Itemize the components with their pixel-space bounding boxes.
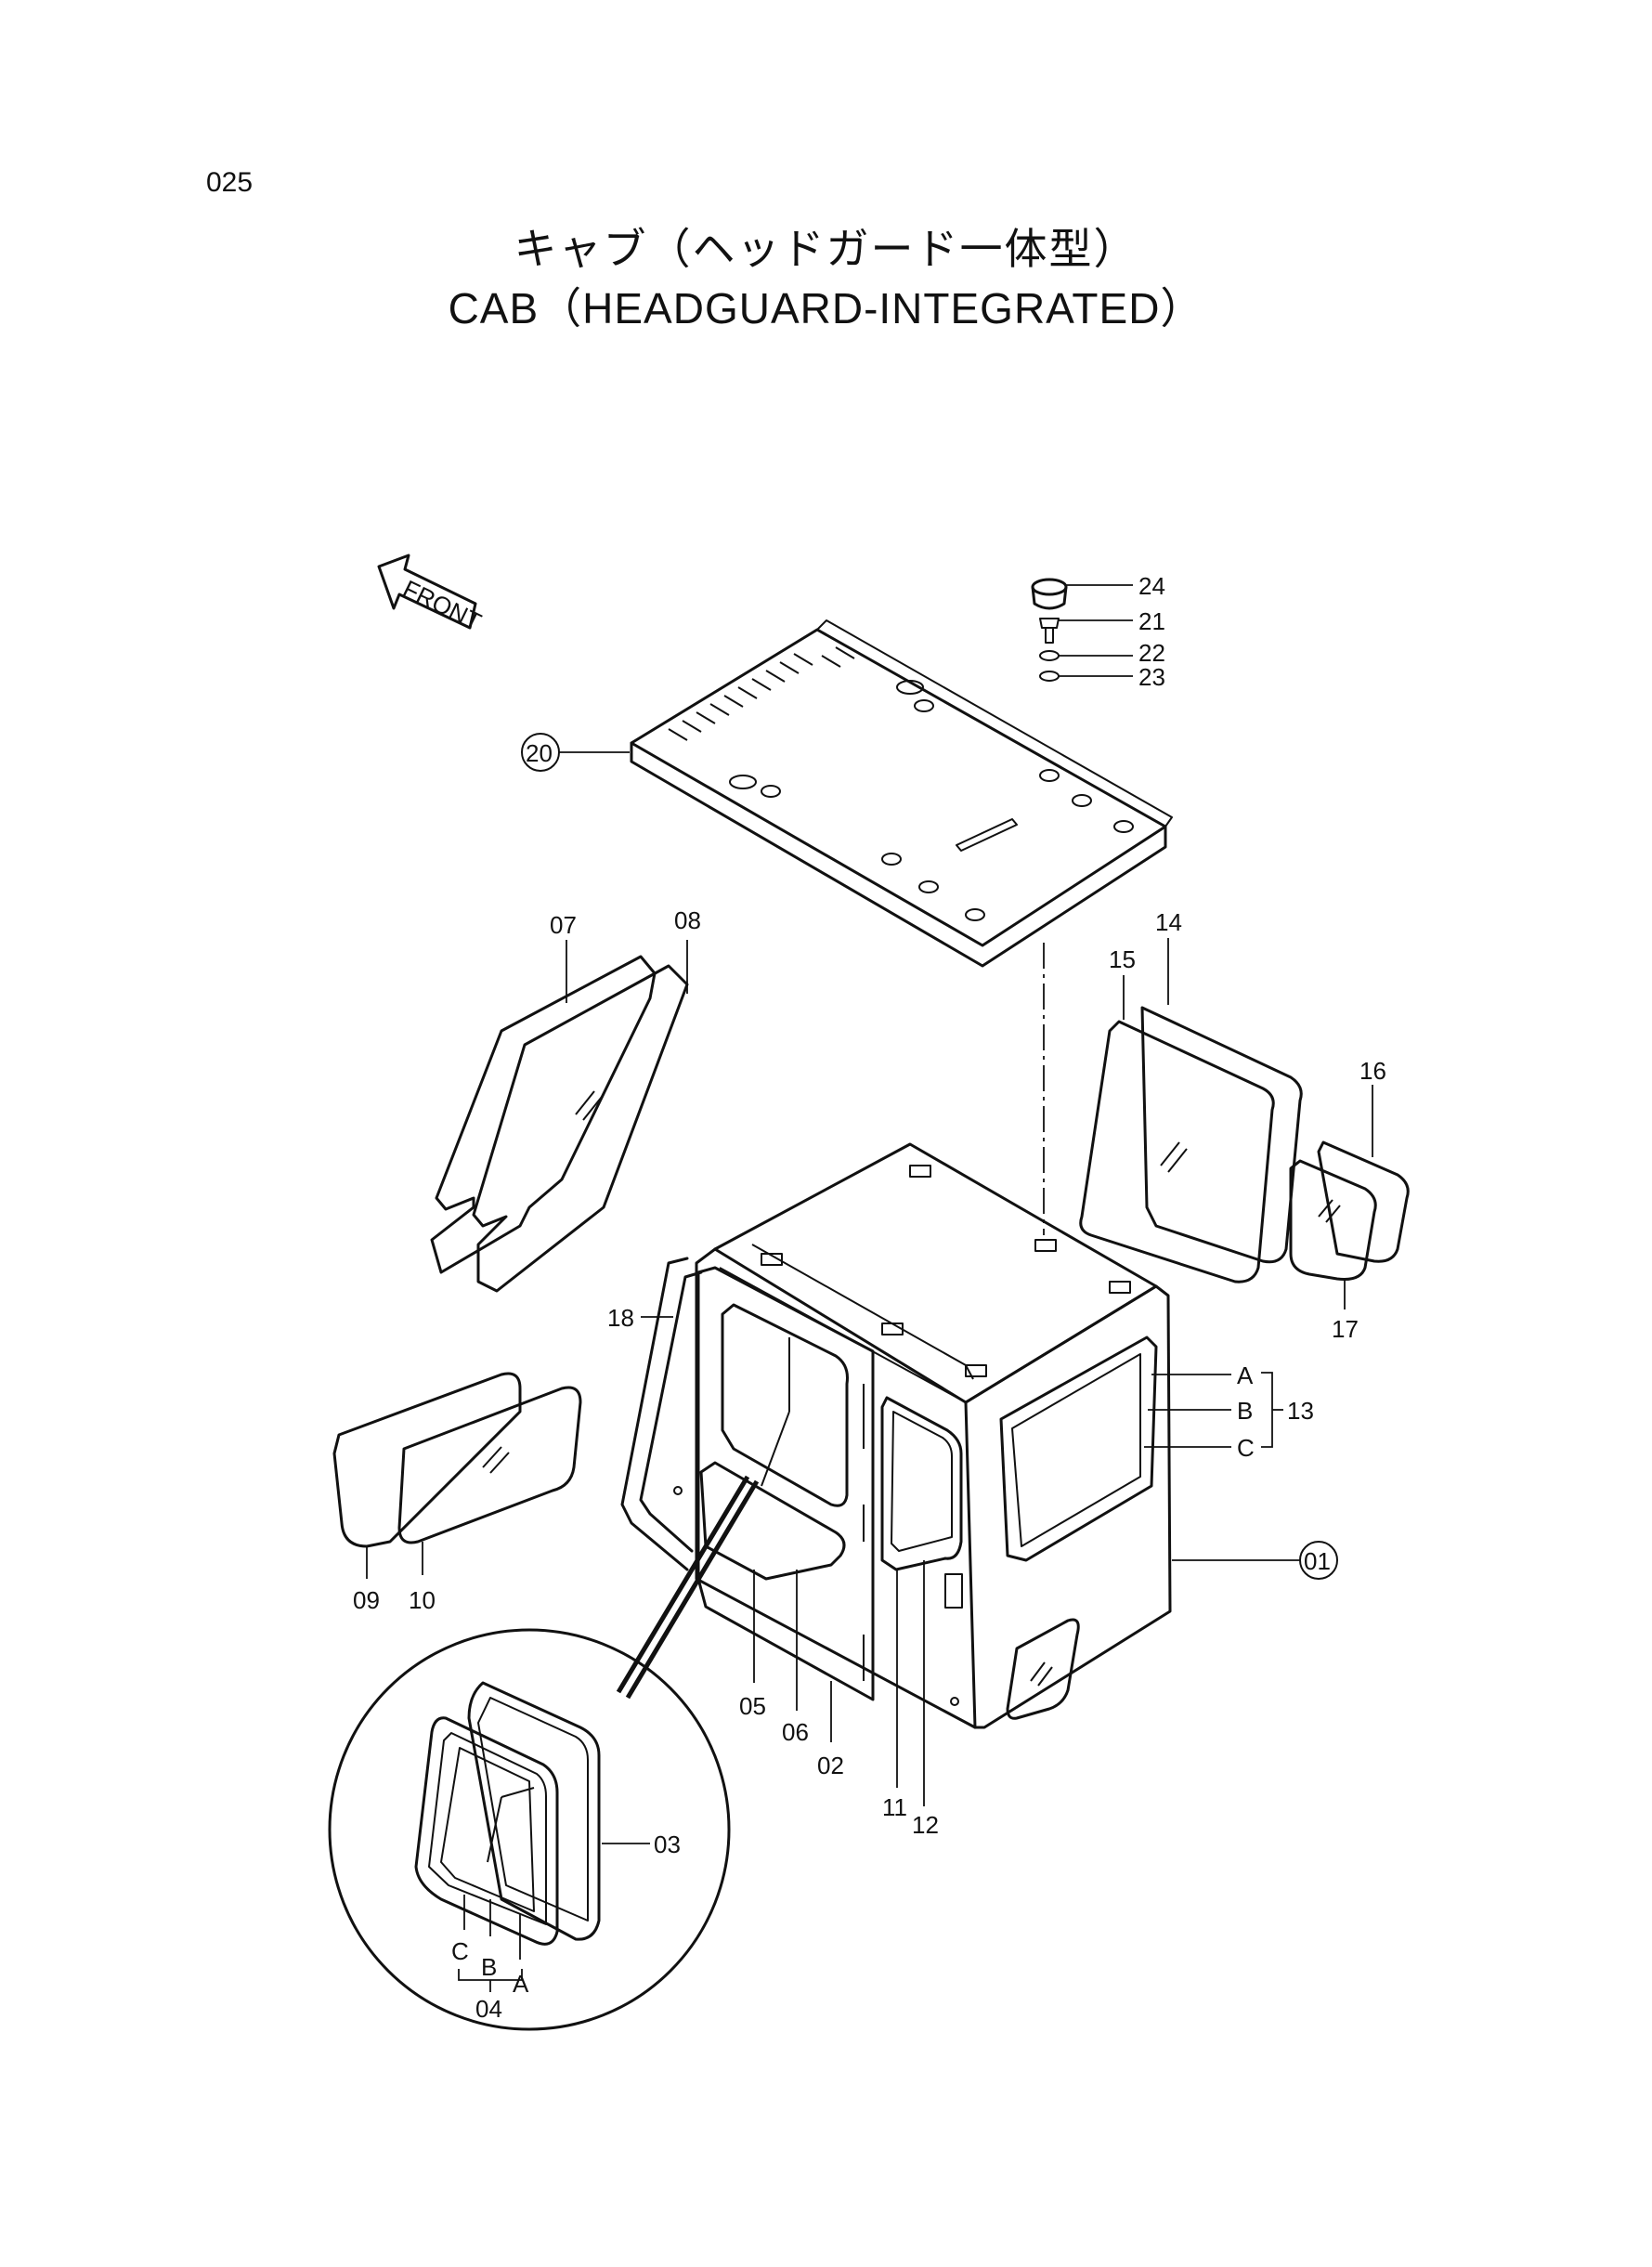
callout-13-C: C (1237, 1434, 1255, 1462)
callout-02: 02 (817, 1752, 844, 1779)
detail-callout-B: B (481, 1953, 497, 1981)
detail-callout-C: C (451, 1937, 469, 1965)
detail-callout-A: A (513, 1970, 529, 1998)
callout-13-A: A (1237, 1362, 1254, 1389)
callout-03: 03 (654, 1831, 681, 1858)
callout-13: 13 (1287, 1397, 1314, 1425)
right-rear-windows: 14 15 16 17 (1079, 908, 1410, 1343)
callout-12: 12 (912, 1811, 939, 1839)
front-label: FRONT (398, 574, 486, 635)
callout-14: 14 (1155, 908, 1182, 936)
callout-22: 22 (1138, 639, 1165, 667)
callout-21: 21 (1138, 607, 1165, 635)
roof-panel: 20 (521, 619, 1173, 968)
callout-20: 20 (526, 739, 553, 767)
callout-16: 16 (1359, 1057, 1386, 1085)
front-lower-window: 09 10 (332, 1372, 582, 1614)
title-japanese: キャブ（ヘッドガード一体型） (514, 224, 1138, 274)
callout-06: 06 (782, 1718, 809, 1746)
callout-18: 18 (607, 1304, 634, 1332)
callout-01: 01 (1304, 1547, 1331, 1575)
callout-05: 05 (739, 1692, 766, 1720)
callout-08: 08 (674, 906, 701, 934)
callout-24: 24 (1138, 572, 1165, 600)
title-english: CAB（HEADGUARD-INTEGRATED） (448, 284, 1204, 332)
left-side-window: 07 08 (430, 906, 701, 1293)
hardware-stack: 24 21 22 23 (1031, 572, 1165, 691)
callout-17: 17 (1332, 1315, 1359, 1343)
page-number: 025 (206, 167, 254, 198)
callout-10: 10 (409, 1586, 436, 1614)
detail-callout: 03 C B A 04 (328, 1475, 760, 2031)
front-arrow-icon: FRONT (377, 554, 486, 636)
callout-07: 07 (550, 911, 577, 939)
callout-09: 09 (353, 1586, 380, 1614)
callout-11: 11 (882, 1793, 907, 1821)
callout-13-B: B (1237, 1397, 1253, 1425)
callout-04: 04 (475, 1995, 502, 2023)
callout-15: 15 (1109, 945, 1136, 973)
callout-23: 23 (1138, 663, 1165, 691)
cab-body: 01 02 18 A B C 13 05 06 11 (607, 1142, 1338, 1839)
